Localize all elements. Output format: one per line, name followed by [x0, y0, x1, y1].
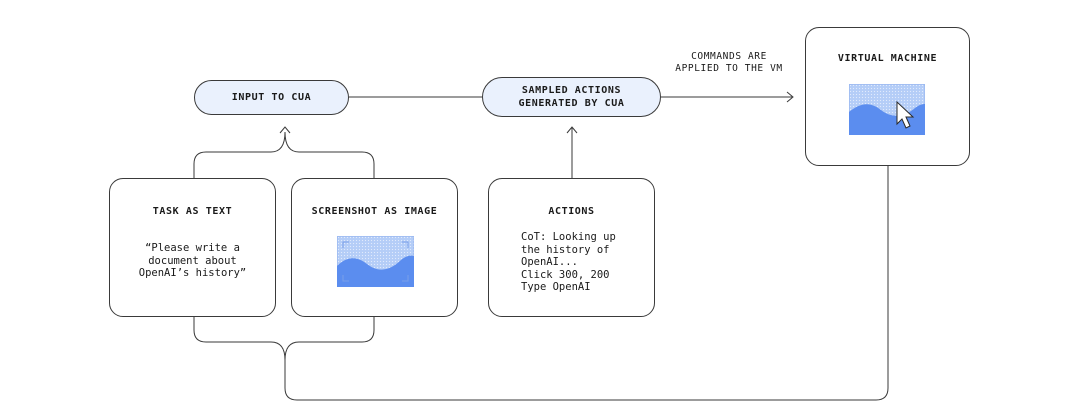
cursor-window-icon — [849, 84, 925, 135]
sampled-actions-node: SAMPLED ACTIONS GENERATED BY CUA — [482, 77, 661, 117]
virtual-machine-node: VIRTUAL MACHINE — [805, 27, 970, 166]
task-as-text-title: TASK AS TEXT — [152, 206, 233, 217]
actions-title: ACTIONS — [548, 206, 595, 217]
top-brace — [193, 131, 375, 178]
task-as-text-body: “Please write a document about OpenAI’s … — [138, 242, 247, 279]
arrowhead-sampled — [566, 126, 578, 134]
commands-label-line2: APPLIED TO THE VM — [675, 63, 783, 74]
commands-edge-label: COMMANDS ARE APPLIED TO THE VM — [664, 51, 794, 75]
commands-label-line1: COMMANDS ARE — [691, 51, 767, 62]
screenshot-as-image-title: SCREENSHOT AS IMAGE — [311, 206, 438, 217]
input-to-cua-label: INPUT TO CUA — [231, 92, 312, 103]
virtual-machine-title: VIRTUAL MACHINE — [837, 53, 938, 64]
arrowhead-input — [279, 126, 291, 134]
bottom-brace — [193, 166, 889, 401]
actions-body: CoT: Looking up the history of OpenAI...… — [521, 231, 616, 293]
actions-node: ACTIONS CoT: Looking up the history of O… — [488, 178, 655, 317]
arrowhead-vm — [786, 91, 794, 103]
bottom-brace-right — [284, 317, 375, 361]
image-thumbnail-icon — [337, 236, 414, 287]
screenshot-as-image-node: SCREENSHOT AS IMAGE — [291, 178, 458, 317]
sampled-actions-label-line1: SAMPLED ACTIONS — [521, 85, 622, 96]
sampled-actions-label-line2: GENERATED BY CUA — [518, 98, 625, 109]
task-as-text-node: TASK AS TEXT “Please write a document ab… — [109, 178, 276, 317]
input-to-cua-node: INPUT TO CUA — [194, 80, 349, 115]
